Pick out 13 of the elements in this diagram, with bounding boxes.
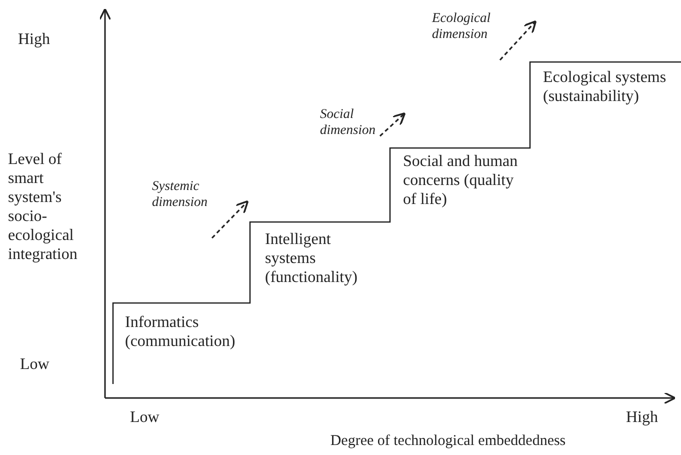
step-label: Social and human concerns (quality of life) — [403, 152, 519, 209]
step-label: Ecological systems (sustainability) — [543, 68, 668, 106]
dimension-label: Ecological dimension — [432, 10, 492, 42]
dimension-label: Social dimension — [320, 106, 376, 138]
step-label: Intelligent systems (functionality) — [265, 230, 358, 287]
step-label: Informatics (communication) — [125, 313, 236, 351]
dimension-label: Systemic dimension — [152, 178, 208, 210]
axis-tick-label: Low — [20, 355, 50, 374]
axis-tick-label: Low — [130, 408, 160, 427]
axis-title: Level of smart system's socio-ecological integration — [8, 150, 78, 264]
axis-tick-label: High — [626, 408, 658, 427]
axis-title: Degree of technological embeddedness — [329, 432, 567, 451]
axis-tick-label: High — [18, 30, 50, 49]
